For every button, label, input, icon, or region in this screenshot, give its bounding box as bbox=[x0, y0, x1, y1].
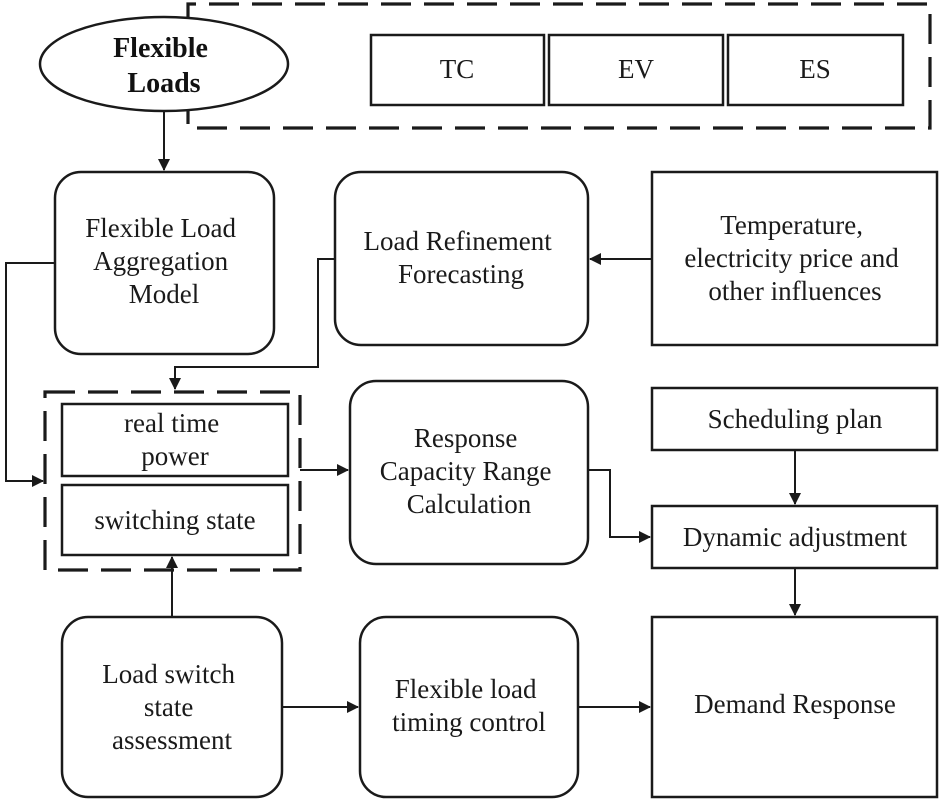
load-switch-line-1: Load switch bbox=[102, 659, 235, 689]
ev-label: EV bbox=[618, 54, 654, 84]
aggregation-model-line-3: Model bbox=[129, 279, 200, 309]
arrow-capacity-to-dynamic bbox=[588, 469, 651, 543]
response-capacity-node bbox=[348, 379, 590, 566]
timing-control-label: Flexible load timing control bbox=[392, 674, 546, 737]
arrow-aggregation-to-state-group bbox=[5, 262, 55, 487]
load-refinement-label: Load Refinement Forecasting bbox=[364, 226, 559, 289]
load-refinement-line-1: Load Refinement bbox=[364, 226, 553, 256]
switching-state-label: switching state bbox=[94, 505, 255, 535]
real-time-power-label: real time power bbox=[124, 408, 226, 471]
real-time-power-line-2: power bbox=[141, 441, 208, 471]
es-node bbox=[726, 33, 905, 107]
real-time-power-node bbox=[60, 402, 290, 478]
response-capacity-line-2: Capacity Range bbox=[380, 456, 552, 486]
real-time-power-line-1: real time bbox=[124, 408, 219, 438]
switching-state-node bbox=[60, 483, 290, 557]
influences-label: Temperature, electricity price and other… bbox=[684, 210, 905, 306]
demand-response-node bbox=[650, 615, 939, 799]
es-label: ES bbox=[799, 54, 831, 84]
aggregation-model-line-2: Aggregation bbox=[93, 246, 228, 276]
influences-line-1: Temperature, bbox=[720, 210, 863, 240]
influences-node bbox=[650, 170, 939, 347]
response-capacity-line-1: Response bbox=[414, 423, 518, 453]
scheduling-plan-node bbox=[650, 386, 939, 452]
tc-node bbox=[369, 33, 546, 107]
aggregation-model-line-1: Flexible Load bbox=[85, 213, 236, 243]
flexible-loads-line-2: Loads bbox=[127, 68, 200, 99]
load-refinement-line-2: Forecasting bbox=[398, 259, 524, 289]
flexible-loads-line-1: Flexible bbox=[113, 33, 208, 64]
response-capacity-line-3: Calculation bbox=[407, 489, 532, 519]
load-switch-line-3: assessment bbox=[112, 725, 232, 755]
arrow-refinement-to-realtime bbox=[169, 258, 335, 390]
demand-response-label: Demand Response bbox=[694, 689, 896, 719]
scheduling-plan-label: Scheduling plan bbox=[708, 404, 883, 434]
tc-label: TC bbox=[440, 54, 475, 84]
response-capacity-label: Response Capacity Range Calculation bbox=[380, 423, 558, 519]
load-switch-label: Load switch state assessment bbox=[102, 659, 241, 755]
aggregation-model-label: Flexible Load Aggregation Model bbox=[85, 213, 242, 309]
ev-node bbox=[547, 33, 725, 107]
timing-control-line-1: Flexible load bbox=[395, 674, 537, 704]
dynamic-adjustment-label: Dynamic adjustment bbox=[683, 522, 908, 552]
timing-control-line-2: timing control bbox=[392, 707, 546, 737]
load-switch-line-2: state bbox=[144, 692, 193, 722]
flexible-loads-label: Flexible Loads bbox=[113, 33, 215, 99]
state-group-border bbox=[43, 390, 302, 572]
influences-line-3: other influences bbox=[708, 276, 881, 306]
dynamic-adjustment-node bbox=[650, 504, 939, 570]
influences-line-2: electricity price and bbox=[684, 243, 899, 273]
